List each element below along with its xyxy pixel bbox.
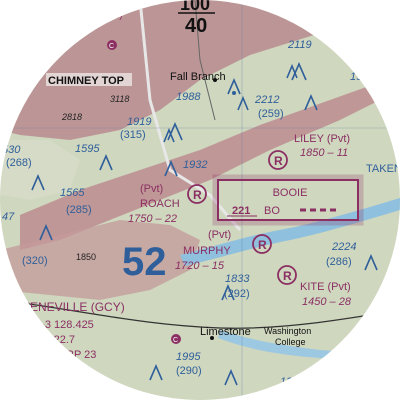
special-use-airspace-booie: BOOIE 221 BO xyxy=(212,174,364,226)
railroad xyxy=(0,299,400,329)
terrain-ridge-central xyxy=(20,75,400,250)
elev-192: 192 xyxy=(350,71,368,83)
elev-1565: 1565 xyxy=(60,187,85,199)
elev-1988: 1988 xyxy=(176,91,201,103)
place-telford: Telf xyxy=(370,322,386,333)
place-college: College xyxy=(275,337,306,347)
elev-1919: 1919 xyxy=(127,116,151,128)
place-taken: TAKEN xyxy=(366,163,400,175)
elev-320: (320) xyxy=(22,255,48,267)
svg-text:C: C xyxy=(109,43,114,50)
place-chimney-top: CHIMNEY TOP xyxy=(48,75,124,87)
airport-liley-name: LILEY (Pvt) xyxy=(294,133,350,145)
airport-roach: R (Pvt) ROACH 1750 – 22 xyxy=(128,183,207,225)
sua-floor: 221 xyxy=(232,205,250,217)
tower-icon xyxy=(221,283,235,301)
airport-liley: R LILEY (Pvt) 1850 – 11 xyxy=(268,133,350,170)
ctaf-icon xyxy=(171,334,181,344)
svg-text:R: R xyxy=(193,188,202,202)
elev-530: 530 xyxy=(2,144,21,156)
elev-1595: 1595 xyxy=(75,143,100,155)
rvn-label: (RVN) xyxy=(95,10,123,21)
airport-liley-info: 1850 – 11 xyxy=(300,147,348,159)
elev-290: (290) xyxy=(176,365,202,377)
tower-icon xyxy=(224,368,238,386)
private-airport-icon xyxy=(252,234,272,254)
altitude-bottom: 40 xyxy=(185,15,207,37)
tower-icon xyxy=(164,159,178,177)
upper-left-airport-info: 22.8 xyxy=(59,29,82,41)
elev-286: (286) xyxy=(326,256,352,268)
airport-murphy: R (Pvt) MURPHY 1720 – 15 xyxy=(175,229,272,272)
grid-sector-label: 52 xyxy=(122,240,167,284)
tower-icon xyxy=(1,273,15,291)
airport-greeneville-awos: AWOS-3 128.425 xyxy=(8,319,94,331)
elev-3118: 3118 xyxy=(110,94,129,104)
place-limestone: Limestone xyxy=(200,326,251,338)
elev-292: (292) xyxy=(224,288,250,300)
private-airport-icon xyxy=(277,265,297,285)
tower-icon xyxy=(227,77,241,95)
altitude-top: 100 xyxy=(180,0,210,14)
airport-roach-name: ROACH xyxy=(140,198,180,210)
elev-285: (285) xyxy=(66,204,92,216)
elev-1850: 1850 xyxy=(76,252,96,262)
elev-2119: 2119 xyxy=(287,39,312,51)
private-airport-icon xyxy=(268,150,288,170)
airport-greeneville-name: GREENEVILLE (GCY) xyxy=(4,300,125,314)
airport-murphy-info: 1720 – 15 xyxy=(175,260,225,272)
airport-greeneville-rp: RP 23 xyxy=(66,349,96,361)
tower-icon xyxy=(31,173,45,191)
road-minor xyxy=(194,0,216,121)
altitude-box: 100 40 xyxy=(178,0,215,37)
elev-1995: 1995 xyxy=(176,351,201,363)
svg-text:R: R xyxy=(283,269,292,283)
elev-2224: 2224 xyxy=(331,241,356,253)
terrain-southwest xyxy=(0,220,200,300)
tower-icon xyxy=(149,363,163,381)
tower-icon xyxy=(291,62,307,81)
airport-greeneville-details: 608 L 63 122.7 xyxy=(2,334,75,346)
elev-47: 47 xyxy=(2,211,15,223)
airport-roach-info: 1750 – 22 xyxy=(128,213,177,225)
ctaf-icon xyxy=(107,40,117,50)
elev-1833: 1833 xyxy=(225,273,250,285)
tower-icon xyxy=(99,153,113,171)
svg-text:R: R xyxy=(258,238,267,252)
river xyxy=(180,198,400,266)
elev-2212: 2212 xyxy=(254,94,279,106)
tower-icon xyxy=(237,95,249,111)
elev-2818: 2818 xyxy=(61,112,82,122)
terrain-ridge-north xyxy=(0,0,400,140)
elev-1932: 1932 xyxy=(183,159,207,171)
elev-315: (315) xyxy=(120,129,146,141)
tower-icon xyxy=(286,63,298,79)
airport-kite: R KITE (Pvt) 1450 – 28 xyxy=(277,265,352,308)
elev-268: (268) xyxy=(6,157,32,169)
sua-abbr: BO xyxy=(264,205,280,217)
terrain-light-patch xyxy=(0,140,80,200)
town-dot xyxy=(213,78,217,82)
svg-text:C: C xyxy=(173,337,178,344)
private-airport-icon xyxy=(187,184,207,204)
place-fall-branch: Fall Branch xyxy=(170,71,226,83)
airport-roach-pvt: (Pvt) xyxy=(140,183,163,195)
town-dot xyxy=(210,336,214,340)
sua-name: BOOIE xyxy=(273,187,308,199)
svg-text:R: R xyxy=(274,154,283,168)
airport-kite-name: KITE (Pvt) xyxy=(300,281,351,293)
road-north-south xyxy=(138,0,242,231)
elev-133: 133 xyxy=(280,376,299,388)
airport-murphy-name: MURPHY xyxy=(183,245,231,257)
tower-icon xyxy=(163,127,175,143)
airport-murphy-pvt: (Pvt) xyxy=(208,229,231,241)
tower-icon xyxy=(304,93,318,111)
tower-icon xyxy=(39,223,53,241)
airport-kite-info: 1450 – 28 xyxy=(302,296,352,308)
tower-icon xyxy=(364,253,378,271)
place-washington: Washington xyxy=(264,326,311,336)
elev-259: (259) xyxy=(258,108,284,120)
